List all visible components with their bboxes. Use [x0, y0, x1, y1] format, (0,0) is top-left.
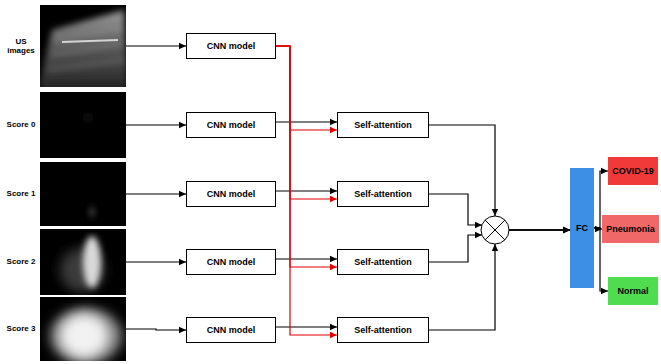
connector-line	[509, 229, 570, 230]
feature-connector	[276, 46, 337, 335]
connector-line	[126, 193, 186, 194]
box-label: Self-attention	[354, 189, 412, 199]
box-label: Self-attention	[354, 325, 412, 335]
box-label: CNN model	[207, 325, 256, 335]
connector-line	[429, 194, 482, 225]
connector-line	[429, 235, 482, 262]
image-label: Score 0	[5, 120, 37, 129]
image-input: Score 3	[40, 297, 126, 361]
connector-line	[276, 46, 337, 199]
image-input: Score 2	[40, 229, 126, 295]
process-box: CNN model	[186, 181, 276, 207]
image-label: Score 3	[5, 324, 37, 333]
image-input: US images	[40, 5, 126, 87]
process-box: Self-attention	[337, 249, 429, 275]
connector	[126, 329, 186, 330]
multiply-symbol	[481, 216, 509, 244]
process-box: CNN model	[186, 112, 276, 138]
connector-line	[276, 46, 337, 267]
connector-line	[276, 258, 337, 259]
connector-line	[509, 229, 570, 230]
connector-line	[509, 229, 570, 230]
score-image	[40, 92, 126, 158]
connector	[276, 259, 337, 260]
feature-connector	[276, 46, 337, 130]
box-label: COVID-19	[612, 166, 654, 176]
image-label: US images	[5, 37, 37, 55]
image-input: Score 1	[40, 162, 126, 226]
connector-line	[509, 229, 570, 230]
image-label: Score 1	[5, 189, 37, 198]
connector	[429, 125, 570, 230]
score-image	[40, 297, 126, 361]
connector	[126, 262, 186, 263]
score-image	[40, 162, 126, 226]
box-label: FC	[576, 223, 588, 233]
connector	[276, 122, 337, 123]
box-label: CNN model	[207, 189, 256, 199]
box-label: Self-attention	[354, 120, 412, 130]
connector-line	[276, 46, 337, 130]
connector-line	[126, 45, 186, 46]
connector	[276, 191, 337, 192]
process-box: Self-attention	[337, 181, 429, 207]
connector-line	[276, 190, 337, 191]
image-input: Score 0	[40, 92, 126, 158]
connector-line	[126, 261, 186, 262]
connector	[126, 194, 186, 195]
connector	[429, 230, 570, 330]
box-label: Normal	[617, 286, 648, 296]
connector-line	[276, 121, 337, 122]
box-label: Pneumonia	[606, 224, 655, 234]
score-image	[40, 229, 126, 295]
class-box: COVID-19	[608, 157, 658, 185]
connector	[429, 194, 570, 230]
process-box: CNN model	[186, 317, 276, 343]
box-label: CNN model	[207, 120, 256, 130]
connector	[126, 46, 186, 47]
connector-line	[276, 46, 337, 335]
ultrasound-image	[40, 5, 126, 87]
image-label: Score 2	[5, 257, 37, 266]
process-box: CNN model	[186, 33, 276, 59]
class-box: Pneumonia	[602, 215, 659, 243]
class-box: Normal	[608, 277, 658, 305]
connector-line	[429, 244, 495, 330]
connector	[429, 230, 570, 262]
connector-line	[276, 326, 337, 327]
box-label: CNN model	[207, 41, 256, 51]
connector-line	[126, 124, 186, 125]
box-label: Self-attention	[354, 257, 412, 267]
box-label: CNN model	[207, 257, 256, 267]
connector-line	[126, 329, 186, 330]
process-box: CNN model	[186, 249, 276, 275]
fc-layer: FC	[570, 168, 594, 288]
connector-line	[429, 125, 495, 216]
feature-connector	[276, 46, 337, 199]
connector	[276, 327, 337, 328]
connector	[126, 125, 186, 126]
feature-connector	[276, 46, 337, 267]
process-box: Self-attention	[337, 317, 429, 343]
process-box: Self-attention	[337, 112, 429, 138]
